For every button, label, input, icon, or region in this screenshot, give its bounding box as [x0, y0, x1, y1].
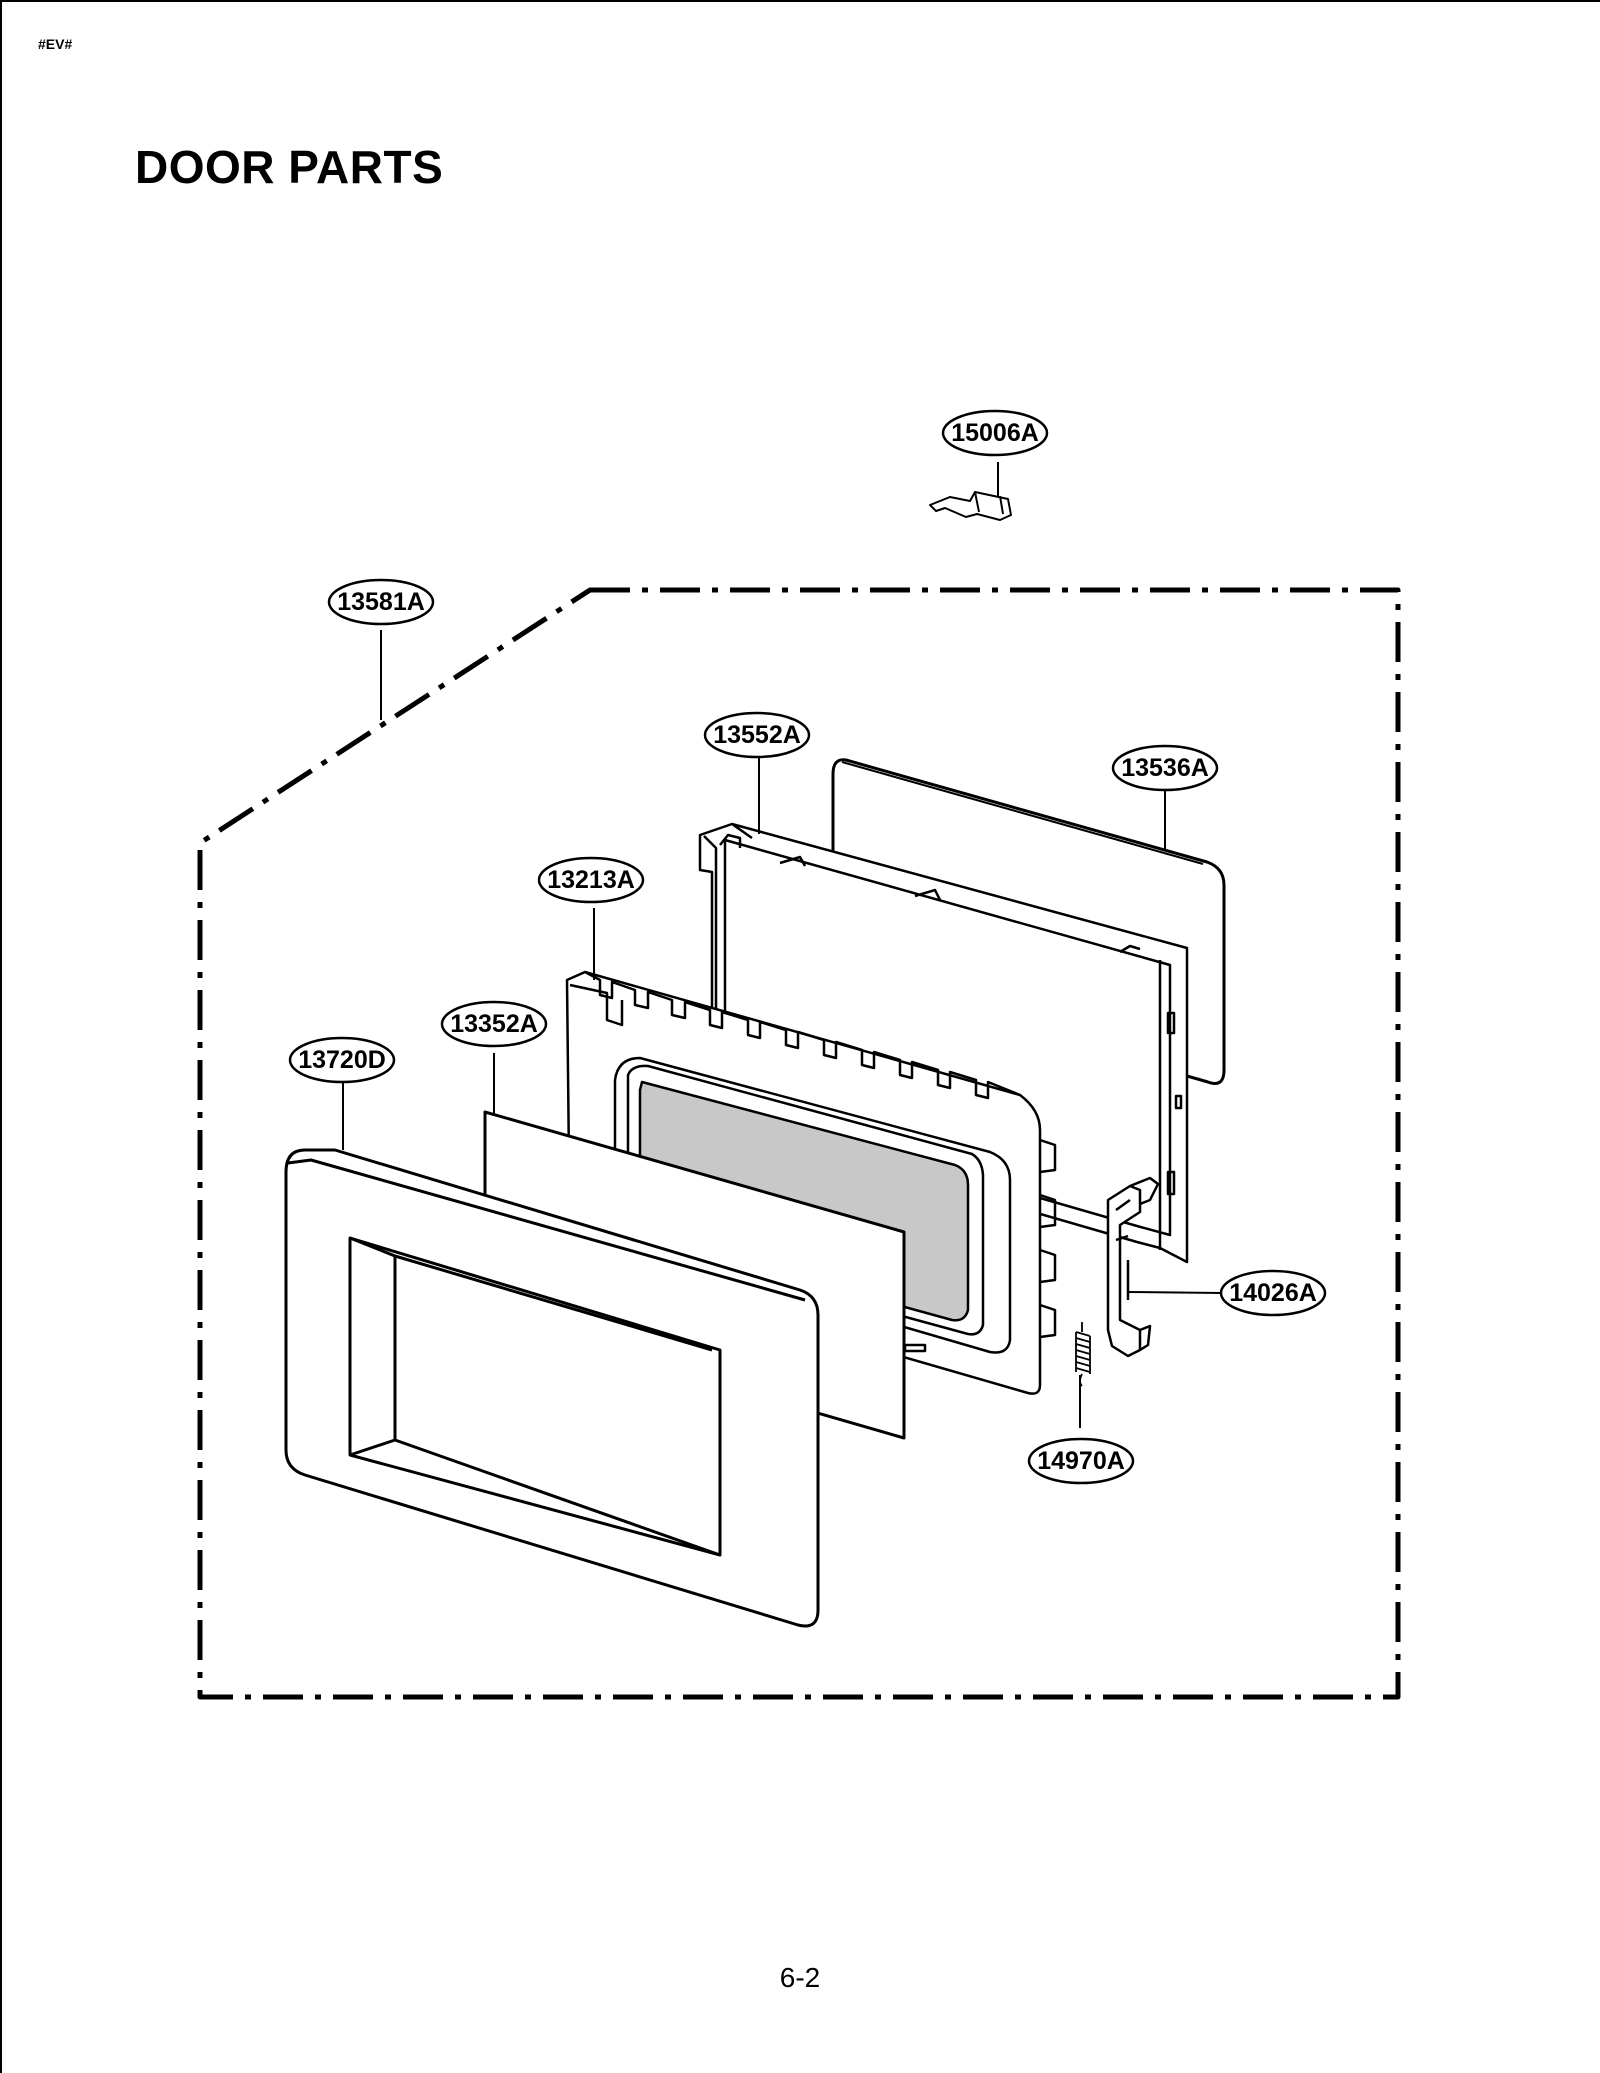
callout-14970A: 14970A: [1037, 1447, 1125, 1475]
door-front-part: [284, 1148, 820, 1628]
spring-part: [1075, 1322, 1091, 1387]
callout-13720D: 13720D: [298, 1046, 386, 1074]
callout-13581A: 13581A: [337, 588, 425, 616]
latch-hook-part: [1106, 1176, 1160, 1358]
callout-15006A: 15006A: [951, 419, 1039, 447]
callout-oval-13720D: [288, 1036, 396, 1084]
callout-oval-14970A: [1027, 1437, 1135, 1485]
callout-oval-15006A: [941, 409, 1049, 457]
door-panel-part: [831, 758, 1226, 1085]
page-number: 6-2: [779, 1962, 821, 1993]
callout-oval-13552A: [703, 711, 811, 759]
choke-cover-part: [698, 822, 1189, 1264]
callout-oval-13581A: [327, 578, 435, 626]
callout-13536A: 13536A: [1121, 754, 1209, 782]
callout-13213A: 13213A: [547, 866, 635, 894]
callout-oval-13213A: [537, 856, 645, 904]
callout-13352A: 13352A: [450, 1010, 538, 1038]
latch-bracket-part: [929, 491, 1012, 521]
assembly-boundary: [197, 587, 1401, 1700]
callout-oval-14026A: [1219, 1269, 1327, 1317]
callout-oval-13536A: [1111, 744, 1219, 792]
page-title: DOOR PARTS: [135, 141, 444, 193]
document-code: #EV#: [38, 36, 73, 52]
callout-oval-13352A: [440, 1000, 548, 1048]
callout-13552A: 13552A: [713, 721, 801, 749]
callout-14026A: 14026A: [1229, 1279, 1317, 1307]
